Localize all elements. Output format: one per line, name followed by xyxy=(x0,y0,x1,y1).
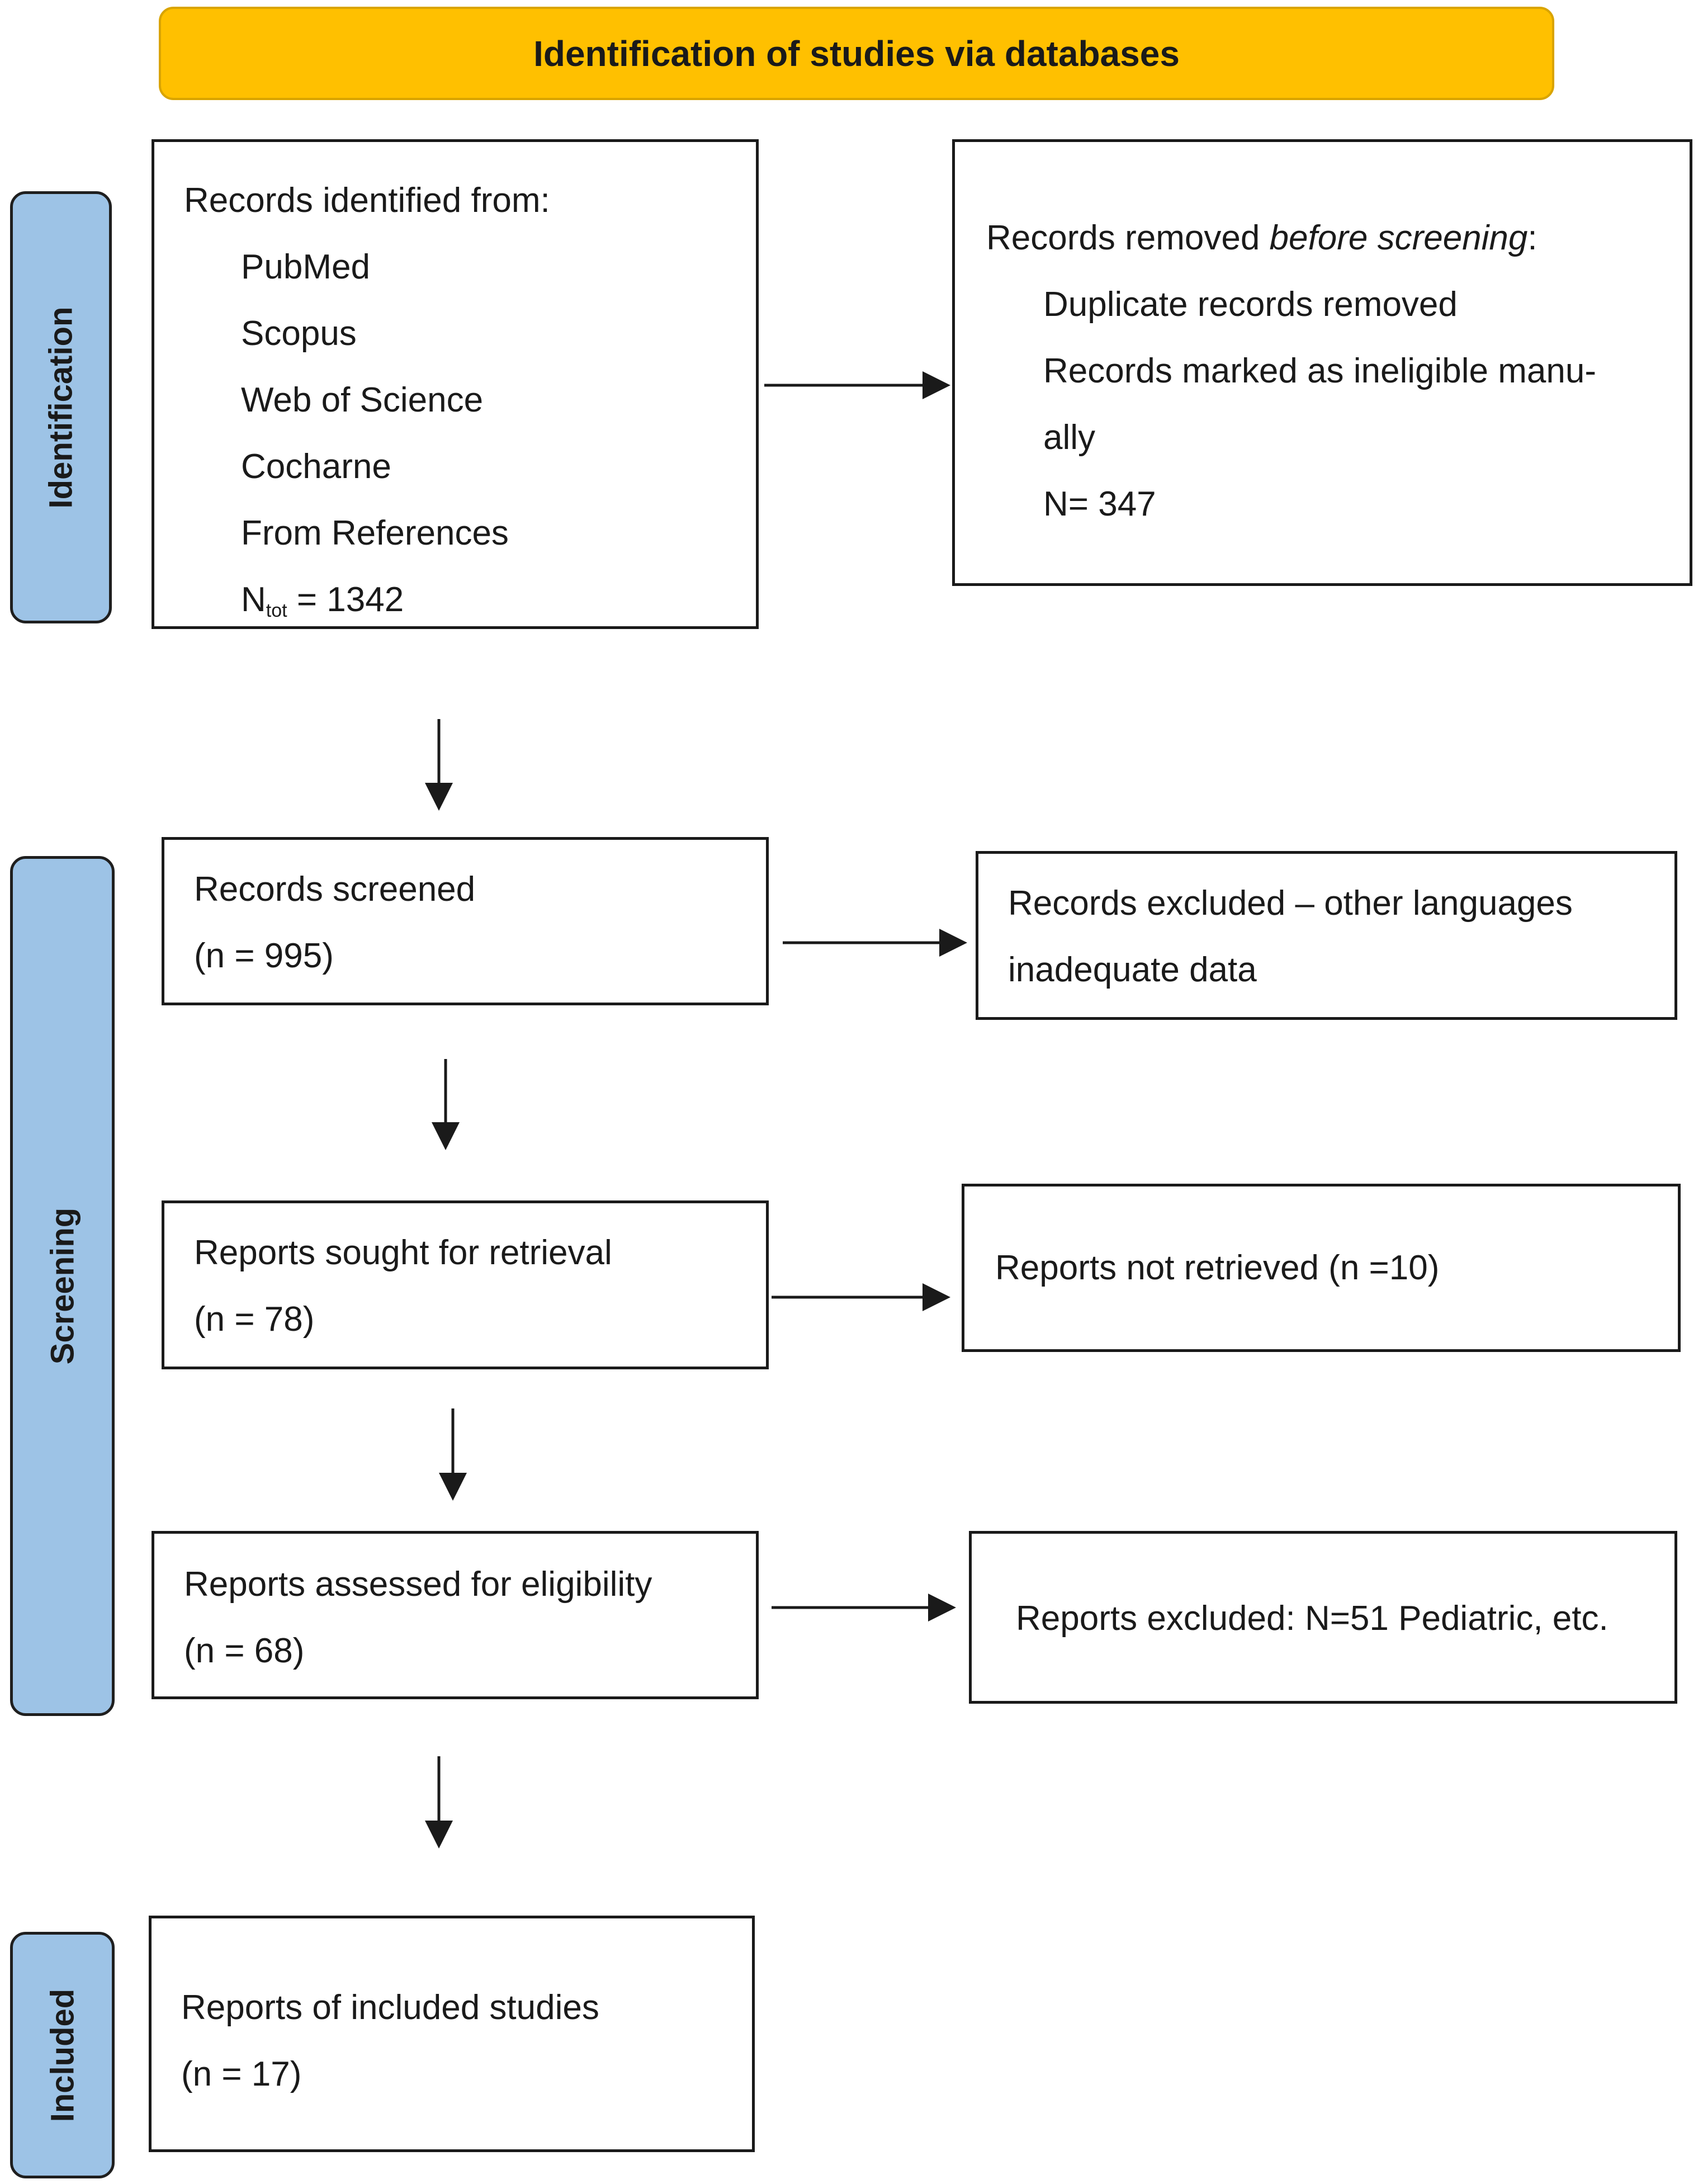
records-removed-heading-emphasis: before screening xyxy=(1269,219,1528,257)
reports-not-retrieved-label: Reports not retrieved (n =10) xyxy=(995,1249,1440,1287)
records-removed-box: Records removed before screening: Duplic… xyxy=(952,139,1692,586)
records-screened-count: (n = 995) xyxy=(194,937,334,975)
included-studies-count: (n = 17) xyxy=(181,2055,302,2093)
reports-assessed-count: (n = 68) xyxy=(184,1632,305,1670)
included-studies-box: Reports of included studies (n = 17) xyxy=(149,1916,755,2152)
records-screened-label: Records screened xyxy=(194,870,476,909)
included-studies-label: Reports of included studies xyxy=(181,1988,599,2027)
records-removed-count: N= 347 xyxy=(1043,485,1156,523)
records-removed-heading-prefix: Records removed xyxy=(986,219,1270,257)
source-web-of-science: Web of Science xyxy=(241,381,484,419)
records-identified-total: Ntot = 1342 xyxy=(184,566,756,644)
total-value: = 1342 xyxy=(287,580,404,619)
records-identified-heading: Records identified from: xyxy=(184,181,550,220)
reports-sought-box: Reports sought for retrieval (n = 78) xyxy=(162,1200,769,1369)
reports-sought-label: Reports sought for retrieval xyxy=(194,1233,612,1272)
stage-identification: Identification xyxy=(10,191,112,623)
records-removed-heading-suffix: : xyxy=(1527,219,1538,257)
source-scopus: Scopus xyxy=(241,314,357,353)
total-subscript: tot xyxy=(266,600,287,621)
ineligible-manually-line2: ally xyxy=(1043,418,1096,457)
reports-not-retrieved-box: Reports not retrieved (n =10) xyxy=(962,1184,1681,1352)
records-excluded-line1: Records excluded – other languages xyxy=(1008,884,1573,923)
stage-screening: Screening xyxy=(10,856,115,1716)
reports-excluded-label: Reports excluded: N=51 Pediatric, etc. xyxy=(1016,1599,1609,1638)
reports-assessed-label: Reports assessed for eligibility xyxy=(184,1565,652,1604)
reports-sought-count: (n = 78) xyxy=(194,1300,315,1339)
records-excluded-box: Records excluded – other languages inade… xyxy=(976,851,1677,1020)
records-removed-heading: Records removed before screening: xyxy=(986,205,1690,271)
duplicates-removed: Duplicate records removed xyxy=(1043,285,1458,324)
records-identified-box: Records identified from: PubMed Scopus W… xyxy=(152,139,759,629)
total-prefix: N xyxy=(241,580,266,619)
records-excluded-line2: inadequate data xyxy=(1008,951,1257,989)
source-from-references: From References xyxy=(241,514,509,552)
source-cocharne: Cocharne xyxy=(241,447,391,486)
ineligible-manually-line1: Records marked as ineligible manu- xyxy=(1043,352,1597,390)
header-banner: Identification of studies via databases xyxy=(159,7,1554,100)
reports-excluded-box: Reports excluded: N=51 Pediatric, etc. xyxy=(969,1531,1677,1704)
source-pubmed: PubMed xyxy=(241,248,370,286)
records-screened-box: Records screened (n = 995) xyxy=(162,837,769,1005)
reports-assessed-box: Reports assessed for eligibility (n = 68… xyxy=(152,1531,759,1699)
header-title: Identification of studies via databases xyxy=(533,33,1180,74)
stage-included: Included xyxy=(10,1932,115,2178)
